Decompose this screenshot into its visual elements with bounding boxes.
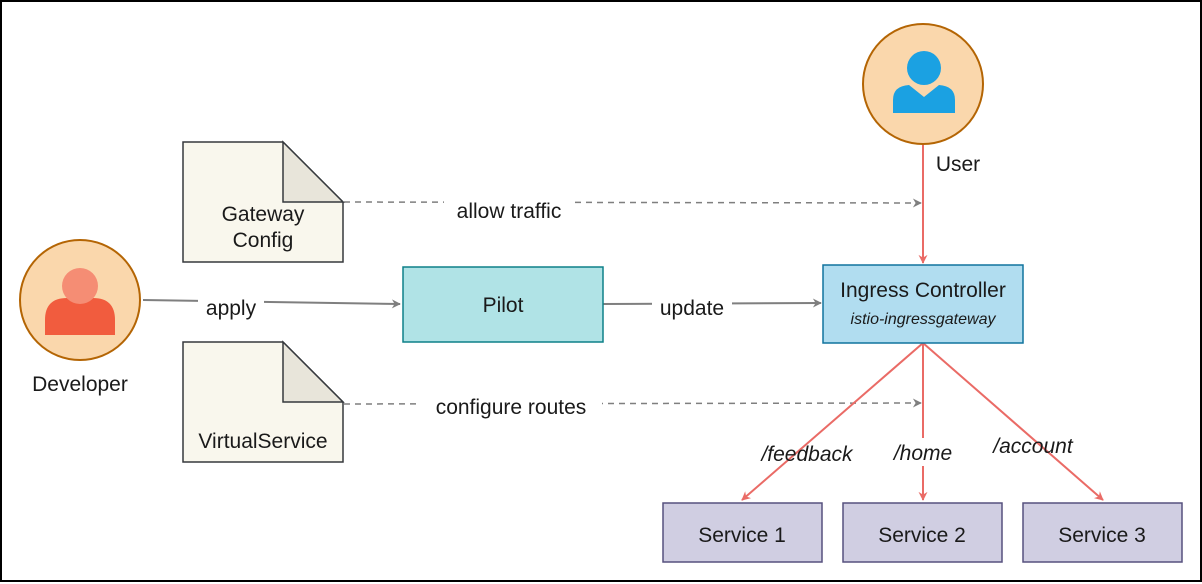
route-home-label: /home xyxy=(892,442,952,465)
edge-configure-routes: configure routes xyxy=(343,393,922,419)
pilot-node[interactable]: Pilot xyxy=(402,266,604,343)
edge-update: update xyxy=(602,292,822,320)
apply-label: apply xyxy=(206,297,257,320)
user-icon xyxy=(893,51,955,113)
route-home-label-bg xyxy=(886,438,960,466)
pilot-label: Pilot xyxy=(483,294,524,317)
route-account-label: /account xyxy=(991,435,1074,458)
service-2-node[interactable]: Service 2 xyxy=(842,502,1003,563)
edge-route-feedback: /feedback xyxy=(741,342,924,501)
edge-route-account: /account xyxy=(922,342,1104,501)
edge-apply: apply xyxy=(142,293,401,320)
service-1-label: Service 1 xyxy=(698,524,786,547)
service-3-label: Service 3 xyxy=(1058,524,1146,547)
update-label: update xyxy=(660,297,724,320)
gateway-config-label-line2: Config xyxy=(233,229,294,252)
edge-route-home: /home xyxy=(886,343,960,501)
allow-traffic-label-bg xyxy=(444,195,574,221)
virtualservice-label: VirtualService xyxy=(198,430,327,453)
service-3-node[interactable]: Service 3 xyxy=(1022,502,1183,563)
user-label: User xyxy=(936,153,980,176)
configure-routes-label: configure routes xyxy=(436,396,587,419)
developer-icon xyxy=(45,268,115,335)
service-2-label: Service 2 xyxy=(878,524,966,547)
document-fold xyxy=(282,340,345,403)
developer-label: Developer xyxy=(32,373,128,396)
edge-allow-traffic: allow traffic xyxy=(343,195,922,223)
route-feedback-label: /feedback xyxy=(759,443,854,466)
configure-routes-label-bg xyxy=(420,393,602,419)
service-1-node[interactable]: Service 1 xyxy=(662,502,823,563)
gateway-config-label-line1: Gateway xyxy=(222,203,305,226)
virtualservice-document[interactable]: VirtualService xyxy=(182,340,345,463)
user-actor: User xyxy=(862,23,984,176)
update-label-bg xyxy=(652,292,732,318)
allow-traffic-label: allow traffic xyxy=(457,200,562,223)
gateway-config-document[interactable]: Gateway Config xyxy=(182,140,345,263)
document-fold xyxy=(282,140,345,203)
developer-actor: Developer xyxy=(19,239,141,396)
ingress-controller-title: Ingress Controller xyxy=(840,279,1006,302)
apply-label-bg xyxy=(198,293,264,319)
ingress-controller-node[interactable]: Ingress Controller istio-ingressgateway xyxy=(822,264,1024,344)
ingress-controller-subtitle: istio-ingressgateway xyxy=(851,311,997,328)
